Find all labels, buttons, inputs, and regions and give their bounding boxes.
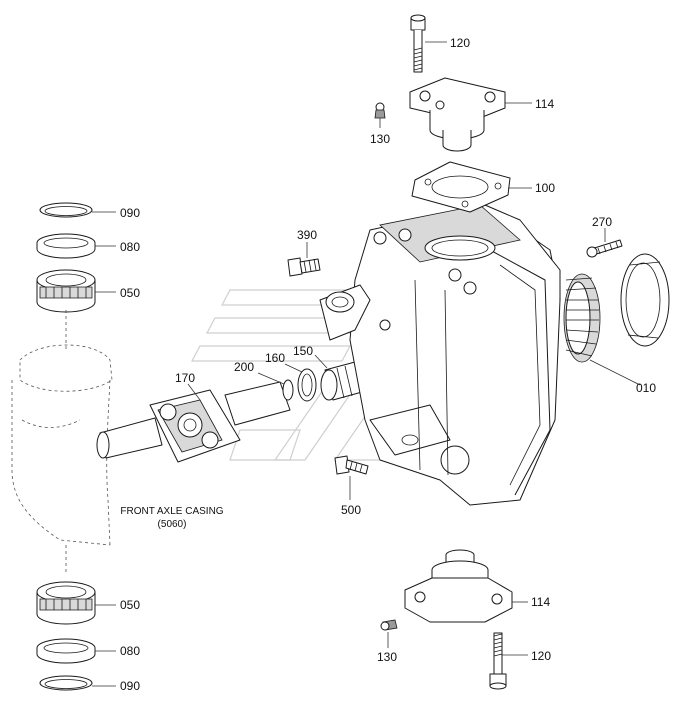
callout-130-bottom: 130 bbox=[377, 650, 397, 664]
ring-nut-010 bbox=[620, 253, 670, 347]
callout-200: 200 bbox=[234, 360, 254, 374]
callout-100: 100 bbox=[535, 181, 555, 195]
callout-390: 390 bbox=[297, 228, 317, 242]
callout-labels: 120 114 130 100 270 390 090 080 050 200 … bbox=[120, 36, 656, 693]
callout-090-top: 090 bbox=[120, 206, 140, 220]
bolt-120-bottom bbox=[489, 632, 507, 690]
callout-050-bottom: 050 bbox=[120, 598, 140, 612]
callout-500: 500 bbox=[341, 503, 361, 517]
callout-160: 160 bbox=[265, 351, 285, 365]
bolt-120-top bbox=[410, 14, 426, 73]
grease-nipple-130-bottom bbox=[380, 619, 398, 631]
leader-lines bbox=[92, 41, 641, 687]
bearing-050-bottom bbox=[36, 581, 96, 625]
gasket-plate-100 bbox=[411, 161, 511, 213]
sensor-270 bbox=[586, 239, 623, 258]
king-pin-cap-114-bottom bbox=[404, 549, 513, 623]
king-pin-cap-114-top bbox=[409, 77, 506, 152]
retaining-ring-090-bottom bbox=[39, 675, 93, 691]
seal-080-top bbox=[36, 233, 96, 259]
universal-joint-shaft-170 bbox=[96, 381, 291, 463]
callout-120-top: 120 bbox=[450, 36, 470, 50]
fitting-390 bbox=[287, 257, 321, 277]
caption-line-1: FRONT AXLE CASING bbox=[120, 506, 223, 517]
seal-160 bbox=[297, 368, 317, 402]
shim-200 bbox=[282, 379, 294, 401]
caption-line-2: (5060) bbox=[158, 519, 187, 530]
callout-010: 010 bbox=[636, 381, 656, 395]
casing-caption: FRONT AXLE CASING (5060) bbox=[120, 506, 223, 530]
callout-120-bottom: 120 bbox=[531, 649, 551, 663]
callout-130-top: 130 bbox=[370, 132, 390, 146]
seal-080-bottom bbox=[36, 638, 96, 664]
callout-080-top: 080 bbox=[120, 240, 140, 254]
callout-080-bottom: 080 bbox=[120, 644, 140, 658]
callout-050-top: 050 bbox=[120, 286, 140, 300]
bolt-500 bbox=[334, 455, 369, 475]
retaining-ring-090-top bbox=[39, 202, 93, 218]
front-axle-casing-outline bbox=[11, 310, 113, 575]
housing-spline-ring bbox=[563, 273, 601, 363]
callout-270: 270 bbox=[592, 215, 612, 229]
callout-114-bottom: 114 bbox=[531, 595, 550, 609]
bearing-050-top bbox=[36, 269, 96, 313]
callout-114-top: 114 bbox=[535, 97, 554, 111]
knuckle-housing-010 bbox=[319, 204, 561, 506]
callout-170: 170 bbox=[175, 371, 195, 385]
callout-090-bottom: 090 bbox=[120, 679, 140, 693]
grease-nipple-130-top bbox=[374, 102, 386, 119]
callout-150: 150 bbox=[293, 344, 313, 358]
